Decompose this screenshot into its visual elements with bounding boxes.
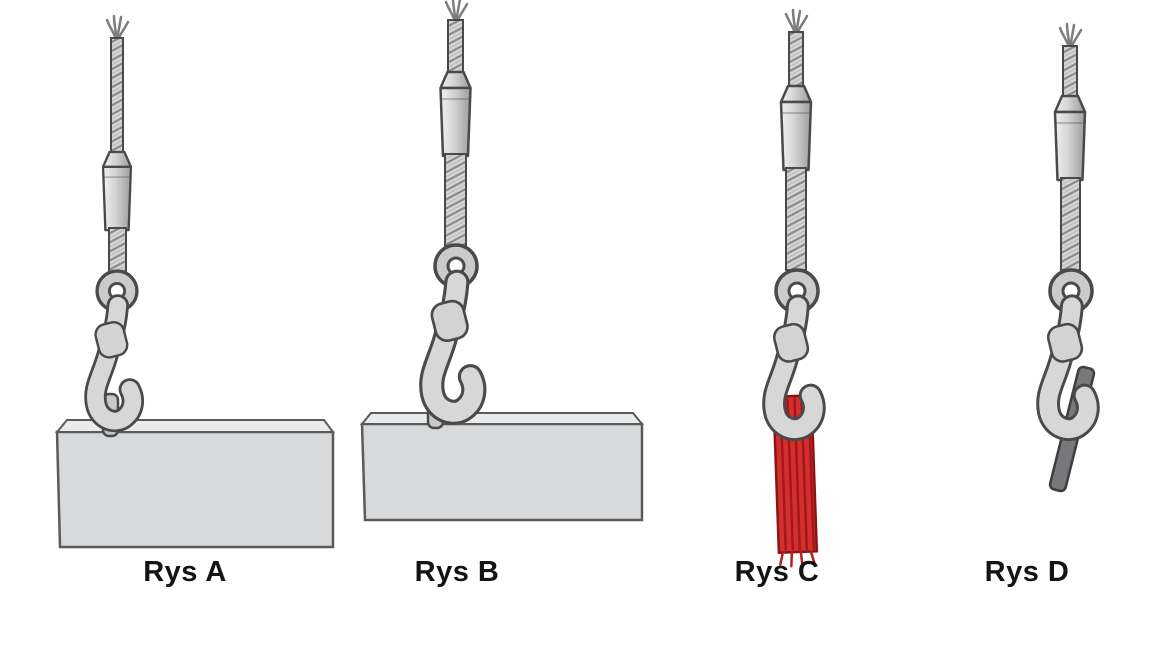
figure-b	[359, 0, 645, 522]
sling-frayed-end	[779, 550, 816, 568]
slab-front-face	[360, 422, 644, 522]
figure-b-label: Rys B	[414, 556, 500, 588]
figure-a	[54, 14, 335, 549]
slab-top-surface	[359, 412, 645, 425]
ferrule	[779, 84, 813, 172]
wire-rope-lower	[108, 227, 127, 275]
wire-rope-upper	[788, 31, 804, 89]
figure-d-label: Rys D	[984, 556, 1070, 588]
ferrule	[1053, 94, 1087, 182]
wire-rope-lower	[1060, 177, 1081, 271]
wire-rope-lower	[444, 153, 467, 247]
wire-rope-upper	[110, 37, 124, 155]
figure-d	[1046, 22, 1095, 493]
ferrule	[101, 150, 133, 232]
load-slab	[359, 412, 645, 522]
load-slab	[54, 419, 335, 549]
wire-rope-upper	[447, 19, 464, 75]
slab-front-face	[55, 430, 335, 549]
figure-c-label: Rys C	[734, 556, 820, 588]
wire-rope-upper	[1062, 45, 1078, 99]
wire-rope-lower	[785, 167, 807, 271]
figure-a-label: Rys A	[143, 556, 227, 588]
figure-c	[772, 8, 818, 568]
ferrule	[439, 70, 472, 158]
safety-hook	[429, 282, 473, 412]
